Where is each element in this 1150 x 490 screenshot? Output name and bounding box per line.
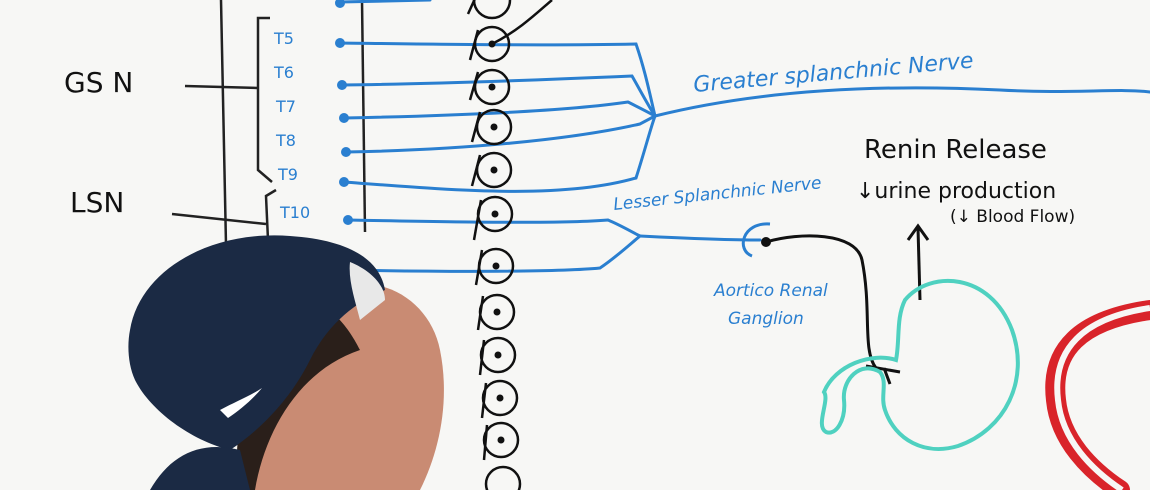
lsn-label: LSN xyxy=(70,186,124,219)
lesser-splanchnic-label: Lesser Splanchnic Nerve xyxy=(612,173,822,215)
aorta-outline xyxy=(1045,300,1150,490)
inner-cord-line xyxy=(360,0,367,233)
outer-cord-line xyxy=(219,0,228,246)
level-label: T10 xyxy=(279,203,310,222)
sympathetic-chain xyxy=(466,0,553,490)
kidney-outline xyxy=(819,278,1020,451)
renin-release-text: Renin Release xyxy=(864,135,1047,165)
lsn-bracket xyxy=(171,188,277,241)
level-label: T6 xyxy=(273,63,294,82)
level-label: T7 xyxy=(275,97,296,116)
aorticorenal-ganglion xyxy=(741,222,901,385)
chain-dots xyxy=(488,40,505,444)
splanchnic-fibers xyxy=(338,0,1150,273)
swoosh-icon xyxy=(220,388,262,418)
ganglion-label-line2: Ganglion xyxy=(728,309,804,329)
level-label: T9 xyxy=(277,165,298,184)
presenter xyxy=(128,235,444,490)
gsn-bracket xyxy=(184,16,273,183)
blood-flow-text: (↓ Blood Flow) xyxy=(950,207,1075,227)
ganglion-label-line1: Aortico Renal xyxy=(713,281,828,301)
level-label: T8 xyxy=(275,131,296,150)
gsn-label: GS N xyxy=(64,66,133,99)
urine-production-text: ↓urine production xyxy=(856,179,1056,204)
level-label: T5 xyxy=(273,29,294,48)
root-dots xyxy=(335,0,353,225)
aorta-lumen xyxy=(1054,305,1150,490)
